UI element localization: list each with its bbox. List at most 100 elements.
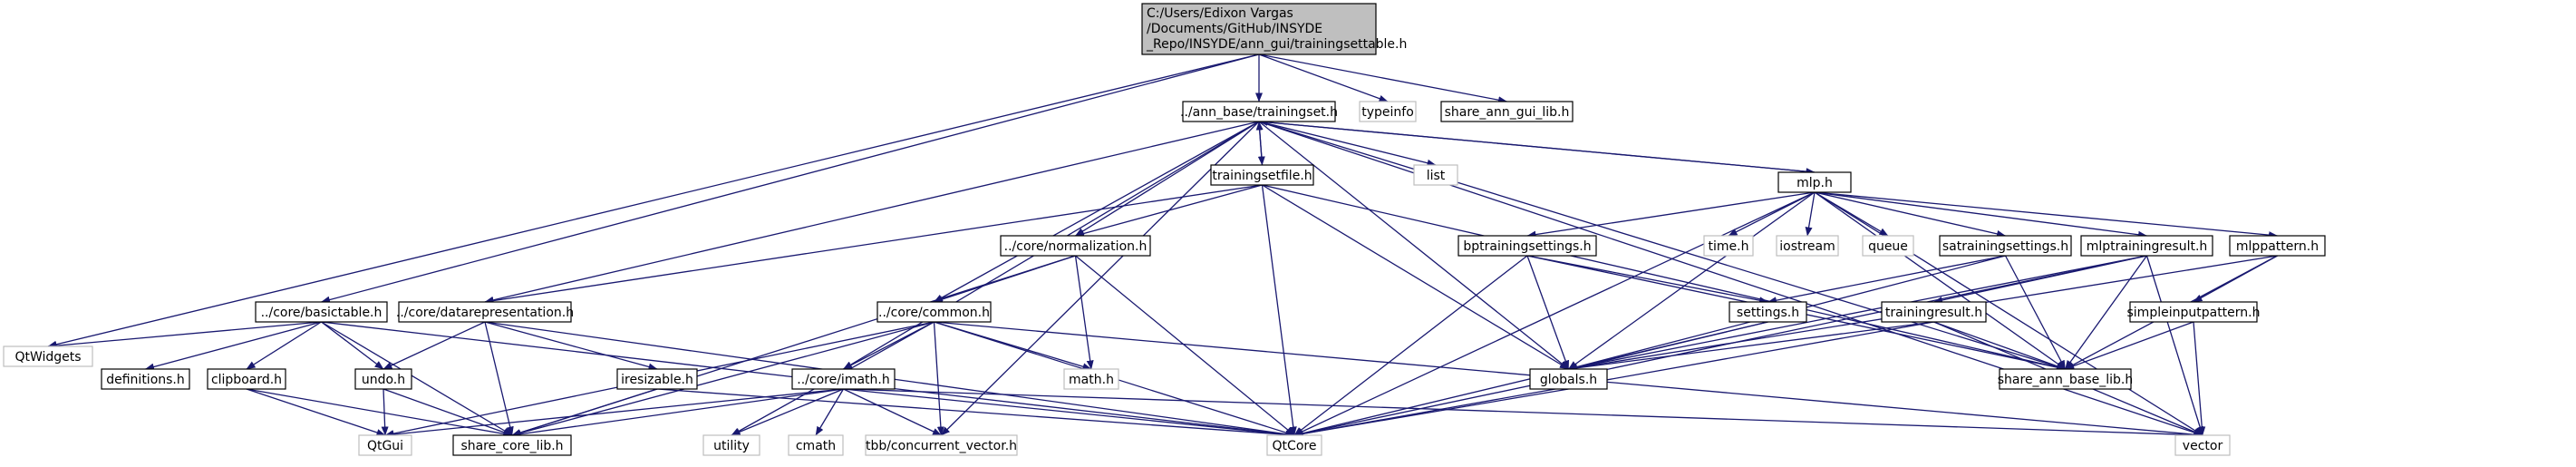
edge-root-to-share_ann_gui_lib xyxy=(1258,54,1507,104)
node-basictable[interactable]: ../core/basictable.h xyxy=(255,301,388,323)
node-box xyxy=(2174,434,2231,456)
node-undo[interactable]: undo.h xyxy=(354,368,412,390)
node-box xyxy=(1000,235,1151,257)
node-settings[interactable]: settings.h xyxy=(1729,301,1807,323)
node-share_core_lib[interactable]: share_core_lib.h xyxy=(452,434,572,456)
edge-imath-to-vector xyxy=(843,388,2203,439)
node-box xyxy=(1999,368,2132,390)
edge-datarepresentation-to-iresizable xyxy=(484,321,658,371)
node-root[interactable]: C:/Users/Edixon Vargas/Documents/GitHub/… xyxy=(1141,3,1407,55)
node-label: _Repo/INSYDE/ann_gui/trainingsettable.h xyxy=(1146,37,1407,52)
node-trainingset[interactable]: ../ann_base/trainingset.h xyxy=(1180,101,1338,122)
node-label: iostream xyxy=(1779,239,1835,254)
node-box xyxy=(1939,235,2072,257)
node-iresizable[interactable]: iresizable.h xyxy=(616,368,698,390)
node-normalization[interactable]: ../core/normalization.h xyxy=(1000,235,1151,257)
node-mlppattern[interactable]: mlppattern.h xyxy=(2229,235,2326,257)
node-box xyxy=(876,301,992,323)
edge-imath-to-utility xyxy=(731,388,844,436)
node-label: undo.h xyxy=(362,373,405,387)
node-box xyxy=(1440,101,1574,122)
node-label: tbb/concurrent_vector.h xyxy=(866,439,1017,453)
node-box xyxy=(101,368,190,390)
edge-satrainingsettings-to-settings xyxy=(1767,255,2006,305)
node-box xyxy=(358,434,412,456)
node-share_ann_base_lib[interactable]: share_ann_base_lib.h xyxy=(1998,368,2134,390)
node-share_ann_gui_lib[interactable]: share_ann_gui_lib.h xyxy=(1440,101,1574,122)
node-label: share_ann_base_lib.h xyxy=(1998,373,2134,387)
edge-mlp-to-bptrainingsettings xyxy=(1526,191,1816,238)
node-label: ../core/basictable.h xyxy=(261,306,383,320)
node-box xyxy=(452,434,572,456)
node-mathh: math.h xyxy=(1063,368,1119,390)
node-box xyxy=(1862,235,1914,257)
node-vector: vector xyxy=(2174,434,2231,456)
edge-trainingresult-to-qtcore xyxy=(1293,321,1934,438)
node-box xyxy=(1776,235,1839,257)
node-label: QtCore xyxy=(1273,439,1317,453)
node-trainingresult[interactable]: trainingresult.h xyxy=(1881,301,1987,323)
node-datarepresentation[interactable]: ../core/datarepresentation.h xyxy=(396,301,574,323)
edge-mlp-to-mlppattern xyxy=(1814,191,2278,239)
edge-trainingset-to-globals xyxy=(1258,121,1569,370)
node-box xyxy=(1182,101,1336,122)
edge-bptrainingsettings-to-globals xyxy=(1526,255,1570,370)
edge-root-to-typeinfo xyxy=(1258,54,1389,102)
edge-trainingsetfile-to-normalization xyxy=(1075,184,1263,238)
node-qtgui: QtGui xyxy=(358,434,412,456)
node-common[interactable]: ../core/common.h xyxy=(876,301,992,323)
edge-trainingresult-to-globals xyxy=(1568,321,1934,372)
node-satrainingsettings[interactable]: satrainingsettings.h xyxy=(1939,235,2072,257)
nodes-layer: C:/Users/Edixon Vargas/Documents/GitHub/… xyxy=(3,3,2326,456)
node-label: time.h xyxy=(1709,239,1749,254)
edge-undo-to-qtgui xyxy=(381,388,389,436)
edge-trainingsetfile-to-trainingset xyxy=(1255,121,1264,166)
node-globals[interactable]: globals.h xyxy=(1529,368,1608,390)
node-clipboard[interactable]: clipboard.h xyxy=(207,368,286,390)
node-bptrainingsettings[interactable]: bptrainingsettings.h xyxy=(1457,235,1597,257)
edge-root-to-basictable xyxy=(321,54,1260,304)
edge-mlptrainingresult-to-qtcore xyxy=(1293,255,2147,437)
node-label: simpleinputpattern.h xyxy=(2127,306,2261,320)
edge-mlp-to-globals xyxy=(1568,191,1816,370)
node-box xyxy=(1729,301,1807,323)
node-qtcore: QtCore xyxy=(1266,434,1322,456)
node-label: cmath xyxy=(796,439,836,453)
node-mlp[interactable]: mlp.h xyxy=(1777,171,1852,193)
edge-undo-to-share_core_lib xyxy=(383,388,513,436)
node-box xyxy=(2080,235,2213,257)
node-box xyxy=(1359,101,1417,122)
node-box xyxy=(1457,235,1597,257)
node-definitions[interactable]: definitions.h xyxy=(101,368,190,390)
node-label: clipboard.h xyxy=(211,373,282,387)
edge-mlptrainingresult-to-globals xyxy=(1568,255,2147,372)
edge-normalization-to-qtcore xyxy=(1075,255,1295,436)
edge-trainingsetfile-to-share_ann_base_lib xyxy=(1262,184,2066,371)
node-imath[interactable]: ../core/imath.h xyxy=(791,368,896,390)
edge-simpleinputpattern-to-vector xyxy=(2193,321,2206,436)
edge-imath-to-cmath xyxy=(815,388,845,436)
node-label: iresizable.h xyxy=(621,373,693,387)
edge-trainingset-to-datarepresentation xyxy=(484,121,1260,304)
edge-trainingsetfile-to-globals xyxy=(1262,184,1569,370)
edge-mlp-to-qtcore xyxy=(1293,191,1816,436)
edge-imath-to-qtgui xyxy=(384,388,844,439)
edge-mlp-to-satrainingsettings xyxy=(1814,191,2006,238)
edge-mlptrainingresult-to-vector xyxy=(2145,255,2204,436)
node-label: QtWidgets xyxy=(15,350,81,365)
edge-simpleinputpattern-to-share_ann_base_lib xyxy=(2065,321,2194,370)
edge-mlp-to-vector xyxy=(1814,191,2203,436)
edge-trainingset-to-normalization xyxy=(1075,121,1260,237)
node-box xyxy=(1063,368,1119,390)
node-mlptrainingresult[interactable]: mlptrainingresult.h xyxy=(2080,235,2213,257)
edge-basictable-to-qtwidgets xyxy=(47,321,322,350)
node-box xyxy=(1777,171,1852,193)
node-box xyxy=(1266,434,1322,456)
edge-imath-to-concurrent_vector xyxy=(843,388,942,436)
node-trainingsetfile[interactable]: trainingsetfile.h xyxy=(1210,164,1314,186)
edge-common-to-share_core_lib xyxy=(511,321,935,437)
node-simpleinputpattern[interactable]: simpleinputpattern.h xyxy=(2127,301,2261,323)
node-label: share_core_lib.h xyxy=(460,439,563,453)
edge-root-to-qtwidgets xyxy=(47,54,1260,348)
node-box xyxy=(1210,164,1314,186)
